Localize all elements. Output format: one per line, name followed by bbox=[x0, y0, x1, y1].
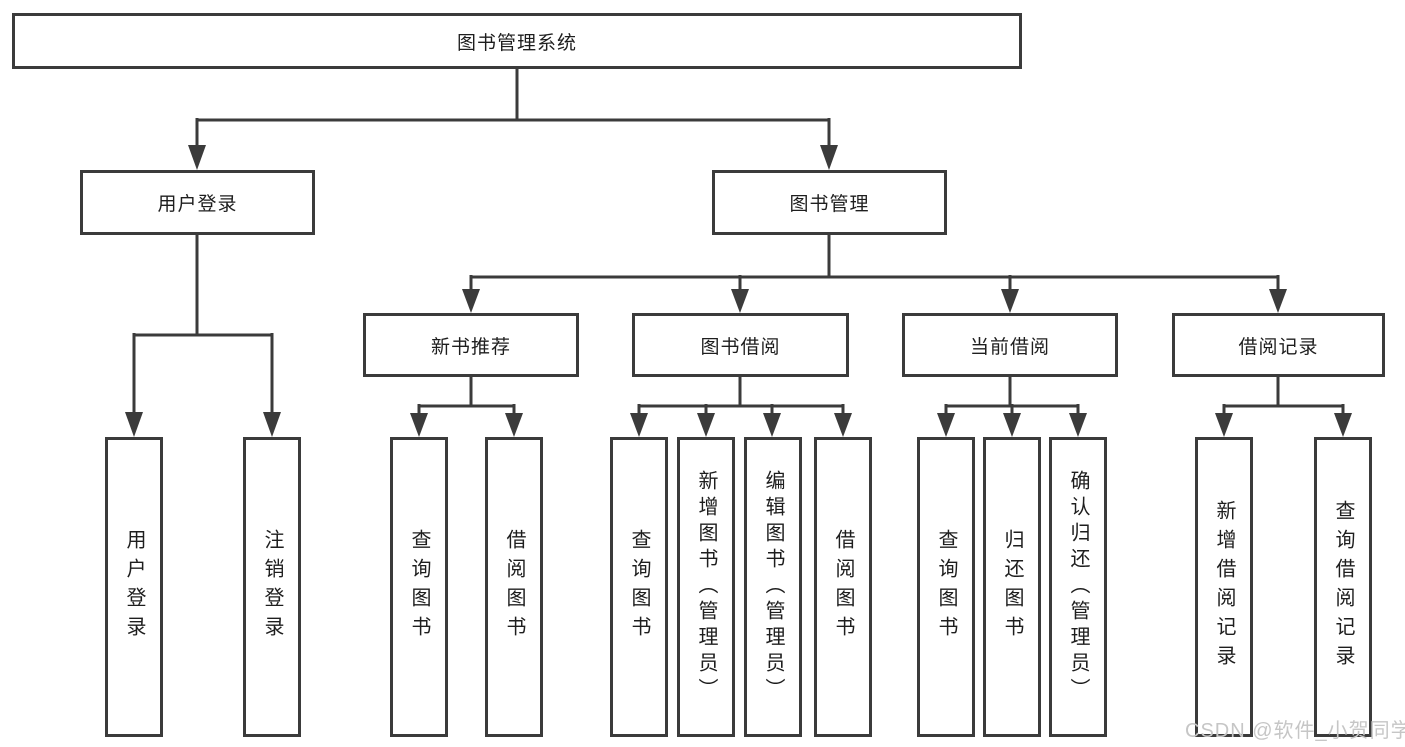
leaf-add-books-admin: 新增图书（管理员） bbox=[677, 437, 735, 737]
leaf-return-books: 归还图书 bbox=[983, 437, 1041, 737]
node-new-book-recommendation: 新书推荐 bbox=[363, 313, 579, 377]
node-library-system: 图书管理系统 bbox=[12, 13, 1022, 69]
node-borrowing-records: 借阅记录 bbox=[1172, 313, 1385, 377]
leaf-add-borrow-record: 新增借阅记录 bbox=[1195, 437, 1253, 737]
leaf-logout: 注销登录 bbox=[243, 437, 301, 737]
arrowheads bbox=[125, 145, 1352, 437]
node-current-borrowing: 当前借阅 bbox=[902, 313, 1118, 377]
leaf-edit-books-admin: 编辑图书（管理员） bbox=[744, 437, 802, 737]
connector-strokes bbox=[132, 69, 1345, 415]
leaf-user-login: 用户登录 bbox=[105, 437, 163, 737]
leaf-query-books-recommend: 查询图书 bbox=[390, 437, 448, 737]
node-user-login: 用户登录 bbox=[80, 170, 315, 235]
csdn-watermark: CSDN @软件_小贺同学 bbox=[1185, 720, 1405, 742]
node-book-borrowing: 图书借阅 bbox=[632, 313, 849, 377]
leaf-confirm-return-admin: 确认归还（管理员） bbox=[1049, 437, 1107, 737]
leaf-borrow-books-recommend: 借阅图书 bbox=[485, 437, 543, 737]
node-book-management: 图书管理 bbox=[712, 170, 947, 235]
leaf-query-books-borrow: 查询图书 bbox=[610, 437, 668, 737]
leaf-borrow-books: 借阅图书 bbox=[814, 437, 872, 737]
leaf-query-borrow-record: 查询借阅记录 bbox=[1314, 437, 1372, 737]
leaf-query-books-current: 查询图书 bbox=[917, 437, 975, 737]
